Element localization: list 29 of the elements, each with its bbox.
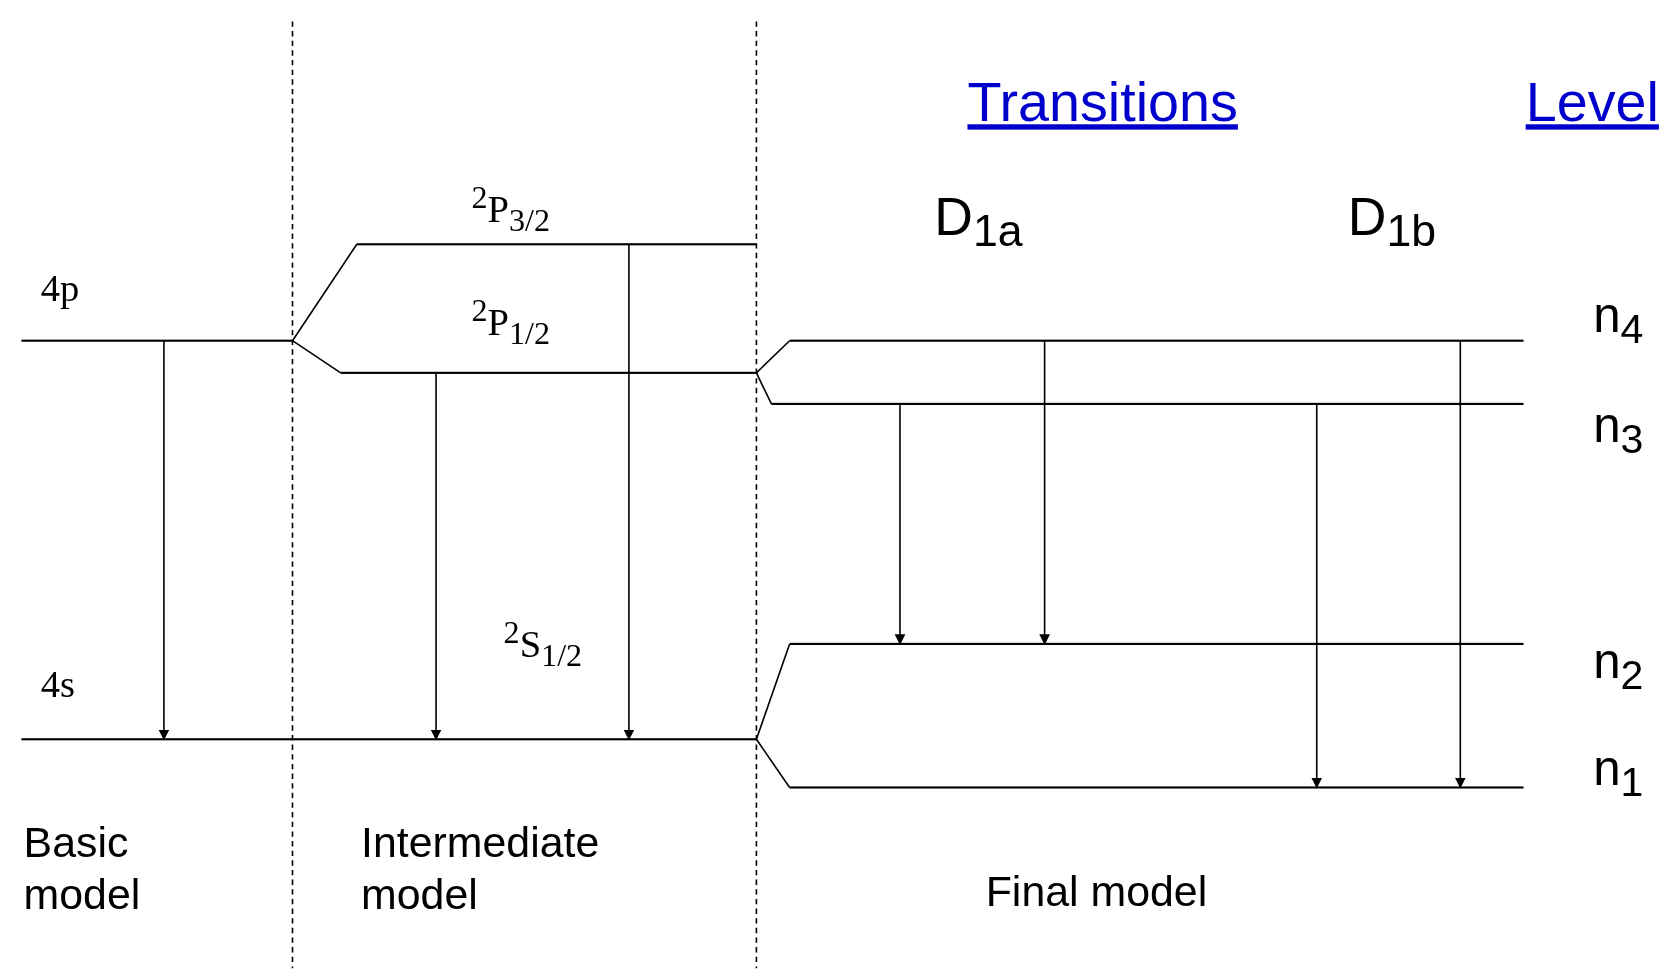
level-label: 4s	[40, 665, 75, 704]
heading: Transitions	[967, 69, 1238, 135]
heading: Level	[1525, 69, 1659, 135]
connector-line	[755, 372, 773, 405]
level-label: n$_{3}$	[1593, 400, 1644, 461]
connector-line	[755, 738, 791, 789]
connector-line	[755, 643, 791, 741]
model-label: Basic model	[23, 817, 142, 920]
transition-arrow	[430, 372, 442, 741]
transition-arrow	[894, 403, 906, 645]
level-label: n$_{2}$	[1593, 636, 1644, 696]
transition-arrow	[1039, 339, 1050, 645]
transition-arrow	[158, 339, 170, 741]
connector-line	[291, 243, 358, 342]
transition-arrow	[1311, 403, 1323, 789]
level-label: n$_{1}$	[1593, 743, 1644, 804]
level-label: n$_{4}$	[1593, 290, 1644, 350]
connector-line	[755, 339, 791, 374]
level-label: $^{2}$S$_{1/2}$	[503, 616, 583, 671]
level-label: $^{2}$P$_{3/2}$	[471, 181, 551, 236]
transition-label: D$_{1b}$	[1347, 185, 1437, 259]
transition-arrow	[623, 243, 635, 741]
model-label: Intermediate model	[361, 817, 601, 920]
level-label: $^{2}$P$_{1/2}$	[471, 294, 551, 350]
transition-label: D$_{1a}$	[934, 185, 1023, 259]
level-label: 4p	[40, 268, 80, 308]
model-label: Final model	[985, 866, 1208, 917]
connector-line	[291, 339, 342, 374]
transition-arrow	[1454, 339, 1466, 789]
